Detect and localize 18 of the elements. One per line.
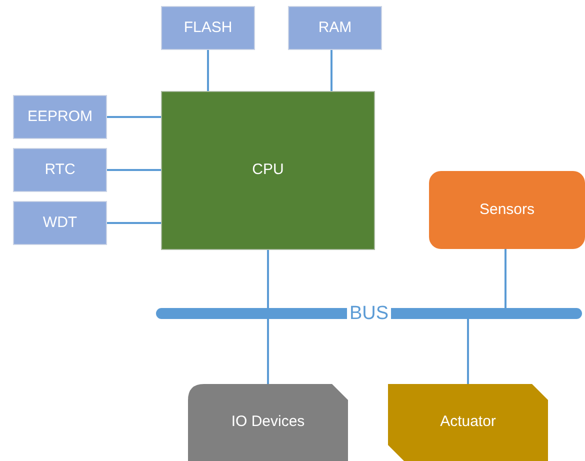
connector-line bbox=[504, 249, 506, 308]
connector-line bbox=[330, 50, 332, 91]
connector-line bbox=[107, 116, 161, 118]
cpu-box: CPU bbox=[161, 91, 375, 250]
memory-box: RTC bbox=[13, 148, 107, 192]
memory-box: EEPROM bbox=[13, 95, 107, 139]
connector-line bbox=[207, 50, 209, 91]
sensor-box: Sensors bbox=[429, 171, 585, 249]
connector-line bbox=[267, 250, 269, 308]
actuator-label: Actuator bbox=[440, 412, 496, 432]
connector-line bbox=[107, 222, 161, 224]
connector-line bbox=[267, 319, 269, 384]
io-devices-label: IO Devices bbox=[231, 412, 305, 432]
connector-line bbox=[467, 319, 469, 384]
memory-box: WDT bbox=[13, 201, 107, 245]
connector-line bbox=[107, 169, 161, 171]
memory-box: FLASH bbox=[161, 6, 255, 50]
memory-box: RAM bbox=[288, 6, 382, 50]
